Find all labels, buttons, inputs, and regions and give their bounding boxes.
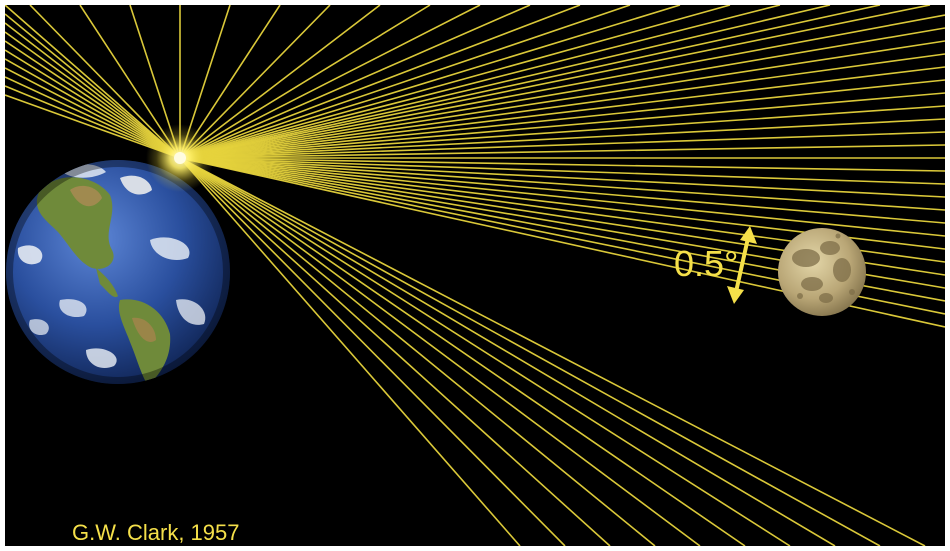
light-ray [179, 92, 945, 159]
light-ray [179, 79, 945, 159]
light-ray [179, 27, 945, 159]
light-ray [179, 157, 881, 546]
light-ray [179, 157, 926, 546]
light-ray [179, 157, 945, 185]
light-ray [179, 5, 581, 159]
light-ray [179, 157, 945, 237]
light-ray [179, 5, 631, 159]
double-headed-arrow [727, 226, 757, 304]
light-ray [5, 31, 181, 159]
light-ray [179, 157, 566, 546]
angle-label: 0.5° [674, 243, 738, 284]
light-ray [179, 5, 781, 159]
light-ray [5, 5, 181, 159]
light-ray [5, 22, 181, 159]
light-ray [179, 66, 945, 159]
light-ray [179, 5, 881, 159]
light-ray [179, 157, 945, 211]
light-ray [179, 157, 746, 546]
light-ray [179, 157, 656, 546]
light-ray [179, 5, 931, 159]
light-ray [179, 118, 945, 159]
earth-globe [6, 160, 230, 384]
credit-label: G.W. Clark, 1957 [72, 520, 240, 545]
light-ray [179, 105, 945, 159]
light-ray [179, 5, 481, 159]
light-ray [179, 157, 836, 546]
light-ray [179, 40, 945, 159]
light-ray [179, 5, 731, 159]
light-ray [5, 49, 181, 159]
light-ray [179, 5, 831, 159]
light-ray [179, 5, 381, 159]
light-ray [179, 157, 945, 198]
light-ray [179, 53, 945, 159]
light-ray [179, 157, 521, 546]
light-ray [179, 157, 611, 546]
light-ray [29, 5, 181, 159]
light-ray [179, 157, 701, 546]
light-ray [179, 157, 791, 546]
light-ray [179, 144, 945, 159]
full-moon [778, 228, 866, 316]
light-ray [179, 5, 681, 159]
light-ray [5, 40, 181, 159]
point-source-glow [146, 124, 214, 192]
light-ray [179, 157, 945, 172]
light-ray [179, 157, 945, 224]
light-ray [179, 5, 431, 159]
light-rays [5, 5, 945, 546]
light-ray [5, 13, 181, 159]
light-ray [179, 131, 945, 159]
light-ray [179, 5, 331, 159]
light-ray [179, 5, 531, 159]
light-ray [179, 14, 945, 159]
